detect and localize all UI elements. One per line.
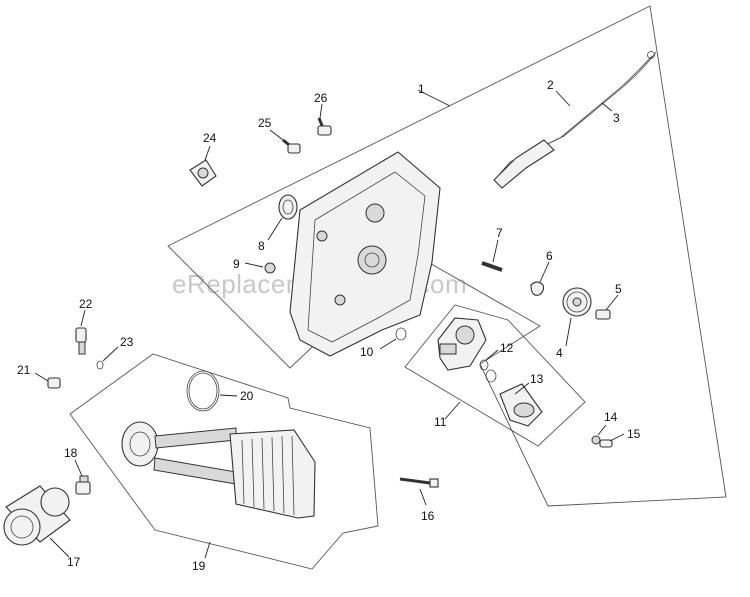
oil-pump-group-boundary xyxy=(404,304,586,447)
callout-1: 1 xyxy=(418,82,425,96)
callout-2: 2 xyxy=(547,78,554,92)
callout-10: 10 xyxy=(360,345,374,359)
callout-17: 17 xyxy=(67,555,81,569)
callout-11: 11 xyxy=(434,415,447,429)
o-ring-10 xyxy=(395,327,407,341)
callout-13: 13 xyxy=(530,372,544,386)
callout-20: 20 xyxy=(240,389,254,403)
oil-pressure-sensor xyxy=(75,327,87,355)
screw-26 xyxy=(317,117,332,136)
oil-filter xyxy=(3,485,71,546)
callout-15: 15 xyxy=(627,427,641,441)
bolt-16 xyxy=(399,477,439,488)
oil-seal xyxy=(278,194,298,220)
callout-22: 22 xyxy=(79,297,93,311)
callout-3: 3 xyxy=(613,111,620,125)
callout-6: 6 xyxy=(546,249,553,263)
callout-16: 16 xyxy=(421,509,435,523)
pin xyxy=(481,261,503,272)
dipstick-tube xyxy=(493,139,555,189)
oil-cooler-group-boundary xyxy=(69,353,379,570)
screw-5 xyxy=(595,309,611,320)
callout-9: 9 xyxy=(233,257,240,271)
screw-15 xyxy=(599,439,613,448)
gear xyxy=(562,287,592,317)
callout-24: 24 xyxy=(203,131,217,145)
fitting-21 xyxy=(47,377,61,389)
nut-9 xyxy=(264,262,276,274)
dipstick xyxy=(497,51,657,177)
callout-19: 19 xyxy=(192,559,206,573)
screw-25 xyxy=(282,138,301,154)
oil-pump-rotor xyxy=(499,383,543,427)
callout-7: 7 xyxy=(496,226,503,240)
o-ring-20 xyxy=(186,370,220,412)
oil-cooler xyxy=(121,421,316,519)
callout-8: 8 xyxy=(258,239,265,253)
o-ring-23 xyxy=(96,360,104,370)
oil-pump xyxy=(437,317,487,371)
o-ring-12 xyxy=(479,359,497,383)
washer-14 xyxy=(591,435,601,445)
breather xyxy=(189,159,217,187)
callout-12: 12 xyxy=(500,341,514,355)
callout-5: 5 xyxy=(615,282,622,296)
adapter-nipple xyxy=(75,475,91,495)
callout-25: 25 xyxy=(258,116,272,130)
callout-23: 23 xyxy=(120,335,134,349)
callout-21: 21 xyxy=(17,363,31,377)
clip xyxy=(530,281,545,296)
callout-26: 26 xyxy=(314,91,328,105)
closure-plate-group-boundary xyxy=(167,5,727,507)
callout-18: 18 xyxy=(64,446,78,460)
callout-4: 4 xyxy=(556,346,563,360)
callout-14: 14 xyxy=(604,410,618,424)
closure-plate xyxy=(289,151,441,357)
